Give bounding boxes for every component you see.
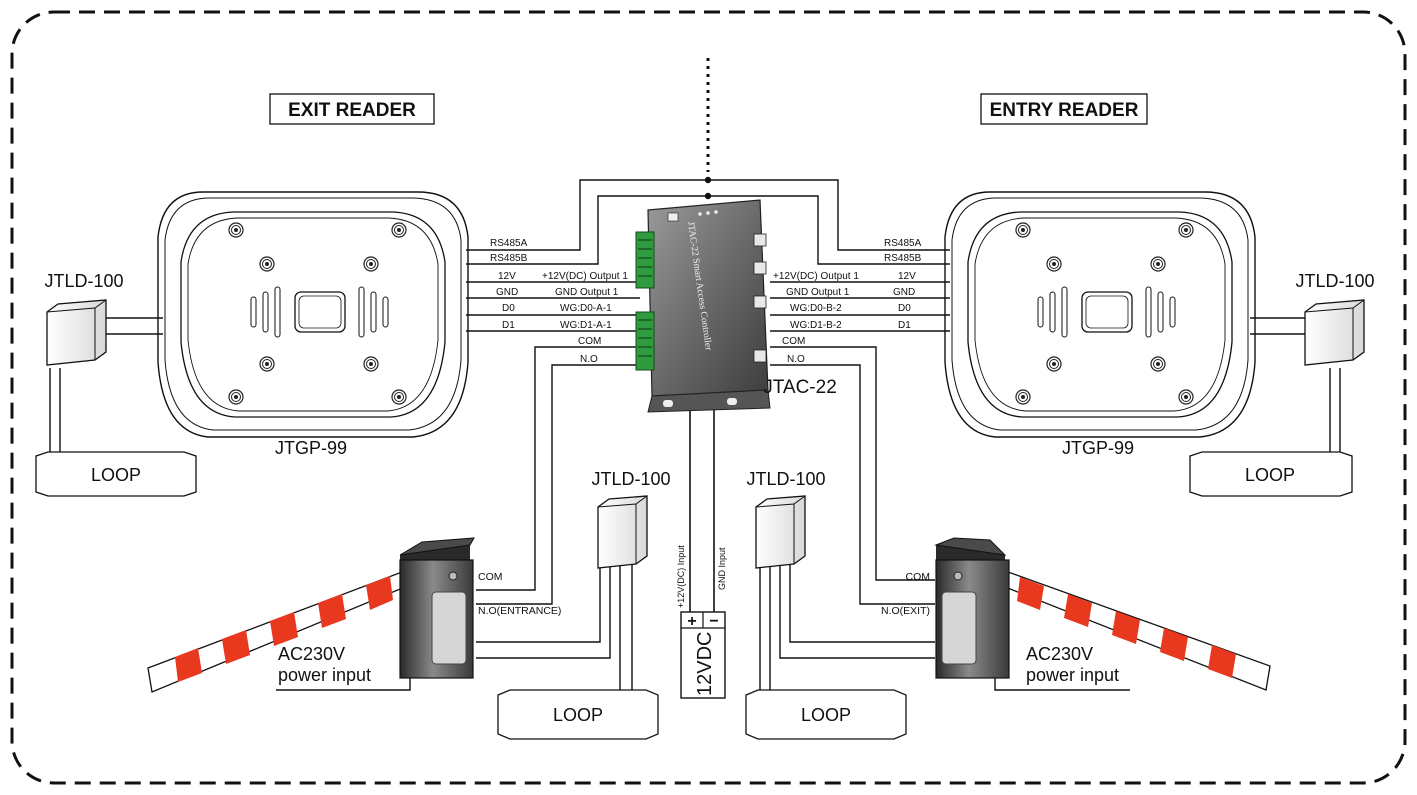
left-outer-ld-model: JTLD-100 <box>44 271 123 291</box>
right-wgd1-label: WG:D1-B-2 <box>790 320 842 331</box>
left-wire-labels: RS485A RS485B 12V GND D0 D1 +12V(DC) Out… <box>490 238 628 365</box>
left-barrier-gate <box>399 537 475 679</box>
left-rs485a-label: RS485A <box>490 238 528 249</box>
left-outer-ld-wiring <box>49 317 163 452</box>
left-no-label: N.O <box>580 354 598 365</box>
left-barrier-power-1: AC230V <box>278 644 345 664</box>
left-terminal-blocks <box>635 231 655 371</box>
left-gnd-label: GND <box>496 287 518 298</box>
entry-reader-body <box>944 191 1256 438</box>
right-inner-loop-detector: JTLD-100 LOOP <box>745 469 907 740</box>
right-wgd0-label: WG:D0-B-2 <box>790 303 842 314</box>
power-supply-label: 12VDC <box>694 632 716 696</box>
exit-reader: EXIT READER JTGP-99 <box>157 93 469 458</box>
right-d0-label: D0 <box>898 303 911 314</box>
right-barrier-power-2: power input <box>1026 665 1119 685</box>
right-rs485b-label: RS485B <box>884 253 922 264</box>
exit-reader-model: JTGP-99 <box>275 438 347 458</box>
left-com-label: COM <box>578 336 601 347</box>
power-gnd-input-label: GND Input <box>717 547 727 590</box>
entry-reader: ENTRY READER JTGP-99 <box>944 93 1256 458</box>
right-barrier-labels: COM N.O(EXIT) AC230V power input <box>881 571 1119 685</box>
right-barrier-no: N.O(EXIT) <box>881 605 930 617</box>
right-barrier-com: COM <box>906 571 931 583</box>
controller-model: JTAC-22 <box>763 377 837 398</box>
right-no-label: N.O <box>787 354 805 365</box>
right-12v-output-label: +12V(DC) Output 1 <box>773 271 859 282</box>
left-inner-ld-wiring <box>476 565 633 690</box>
power-plus-input-label: +12V(DC) Input <box>676 545 686 608</box>
left-inner-loop-label: LOOP <box>553 705 603 725</box>
power-supply: +12V(DC) Input GND Input + − 12VDC <box>676 545 727 699</box>
left-wgd0-label: WG:D0-A-1 <box>560 303 612 314</box>
right-barrier-gate <box>934 537 1010 679</box>
left-12v-label: 12V <box>498 271 516 282</box>
left-12v-output-label: +12V(DC) Output 1 <box>542 271 628 282</box>
right-gnd-label: GND <box>893 287 915 298</box>
left-barrier-labels: COM N.O(ENTRANCE) AC230V power input <box>278 571 561 685</box>
power-minus-symbol: − <box>709 613 718 630</box>
right-barrier-power-1: AC230V <box>1026 644 1093 664</box>
left-wiring <box>466 281 640 605</box>
right-outer-ld-model: JTLD-100 <box>1295 271 1374 291</box>
right-com-label: COM <box>782 336 805 347</box>
right-gnd-output-label: GND Output 1 <box>786 287 850 298</box>
controller: JTAC-22 Smart Access Controller JTAC-22 <box>635 199 837 413</box>
right-terminal-blocks <box>753 233 767 363</box>
dc-power-wiring <box>689 408 715 612</box>
entry-reader-title-box <box>980 93 1148 125</box>
right-rs485a-label: RS485A <box>884 238 922 249</box>
exit-reader-title: EXIT READER <box>288 100 416 121</box>
exit-reader-title-box <box>269 93 435 125</box>
power-plus-symbol: + <box>687 613 696 630</box>
right-inner-loop-label: LOOP <box>801 705 851 725</box>
left-outer-loop-label: LOOP <box>91 465 141 485</box>
left-wgd1-label: WG:D1-A-1 <box>560 320 612 331</box>
outer-dashed-border <box>10 10 1407 785</box>
left-barrier-power-2: power input <box>278 665 371 685</box>
right-wire-labels: RS485A RS485B 12V GND D0 D1 +12V(DC) Out… <box>773 238 922 365</box>
left-barrier-no: N.O(ENTRANCE) <box>478 605 561 617</box>
exit-reader-body <box>157 191 469 438</box>
left-rs485b-label: RS485B <box>490 253 528 264</box>
right-d1-label: D1 <box>898 320 911 331</box>
right-outer-loop-label: LOOP <box>1245 465 1295 485</box>
left-inner-ld-model: JTLD-100 <box>591 469 670 489</box>
entry-reader-model: JTGP-99 <box>1062 438 1134 458</box>
rs485-bus <box>466 176 950 265</box>
right-inner-ld-model: JTLD-100 <box>746 469 825 489</box>
right-outer-loop-detector: JTLD-100 LOOP <box>1189 271 1375 497</box>
left-gnd-output-label: GND Output 1 <box>555 287 619 298</box>
left-d1-label: D1 <box>502 320 515 331</box>
left-d0-label: D0 <box>502 303 515 314</box>
right-wiring <box>770 281 950 605</box>
left-barrier-arm <box>147 571 406 693</box>
left-inner-loop-detector: JTLD-100 LOOP <box>497 469 671 740</box>
entry-reader-title: ENTRY READER <box>990 100 1139 121</box>
right-inner-ld-wiring <box>759 565 935 690</box>
right-outer-ld-wiring <box>1250 317 1341 452</box>
left-outer-loop-detector: JTLD-100 LOOP <box>35 271 197 497</box>
right-12v-label: 12V <box>898 271 916 282</box>
left-barrier-com: COM <box>478 571 503 583</box>
